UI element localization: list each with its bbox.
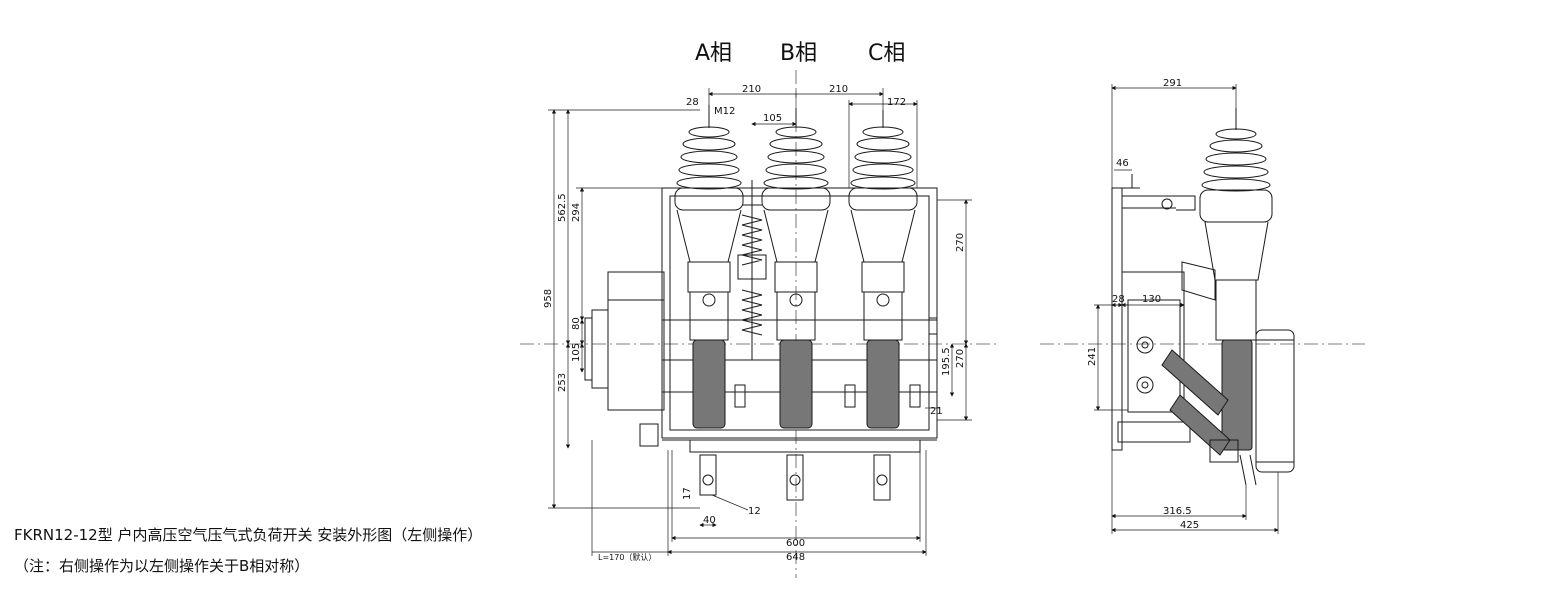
phase-c-label: C相 <box>868 41 905 66</box>
dim-648: 648 <box>786 552 805 563</box>
dim-253: 253 <box>557 373 568 392</box>
dim-80: 80 <box>571 317 582 330</box>
drawing-caption-note: （注：右侧操作为以左侧操作关于B相对称） <box>14 557 310 575</box>
dim-28: 28 <box>686 97 699 108</box>
phase-a-label: A相 <box>695 41 732 66</box>
dim-40: 40 <box>703 515 716 526</box>
side-dimension-labels: 291 46 28 130 241 316.5 425 <box>1087 78 1199 531</box>
phase-b-label: B相 <box>780 41 817 66</box>
front-dimension-labels: 210 210 172 28 M12 105 958 562.5 294 80 … <box>543 84 966 563</box>
dim-17: 17 <box>682 487 693 500</box>
side-dim-241: 241 <box>1087 347 1098 366</box>
centerlines <box>520 70 1365 578</box>
front-view <box>584 105 938 501</box>
side-dim-46: 46 <box>1116 158 1129 169</box>
operating-mechanism-box <box>607 271 665 411</box>
dim-195-5: 195.5 <box>941 347 952 376</box>
insulator-phase-c <box>848 110 918 501</box>
dim-270-upper: 270 <box>955 233 966 252</box>
dim-l170: L=170（默认） <box>598 552 656 562</box>
insulator-phase-a <box>674 105 744 496</box>
side-dimensions <box>1094 84 1279 534</box>
front-dimensions <box>548 88 972 556</box>
side-dim-425: 425 <box>1180 520 1199 531</box>
dim-270-lower: 270 <box>955 349 966 368</box>
dim-m12: M12 <box>714 106 735 117</box>
side-dim-291: 291 <box>1163 78 1182 89</box>
spring-mechanism <box>737 180 767 360</box>
side-dim-130: 130 <box>1142 294 1161 305</box>
side-fuse-cylinder <box>1255 329 1295 473</box>
side-dim-28: 28 <box>1112 294 1125 305</box>
phase-labels: A相 B相 C相 <box>695 41 905 66</box>
dim-210-right: 210 <box>829 84 848 95</box>
dim-600: 600 <box>786 538 805 549</box>
dim-210-left: 210 <box>742 84 761 95</box>
side-back-plate <box>1111 187 1123 451</box>
dim-105-top: 105 <box>763 113 782 124</box>
drawing-caption-title: FKRN12-12型 户内高压空气压气式负荷开关 安装外形图（左侧操作） <box>14 526 483 544</box>
side-dim-316-5: 316.5 <box>1163 506 1192 517</box>
dim-172: 172 <box>887 97 906 108</box>
dim-562-5: 562.5 <box>557 193 568 222</box>
dim-294: 294 <box>571 203 582 222</box>
dim-105-left: 105 <box>571 343 582 362</box>
side-view <box>1111 108 1295 486</box>
insulator-phase-b <box>761 108 831 501</box>
dim-958: 958 <box>543 289 554 308</box>
dim-12: 12 <box>748 506 761 517</box>
dim-21: 21 <box>930 406 943 417</box>
